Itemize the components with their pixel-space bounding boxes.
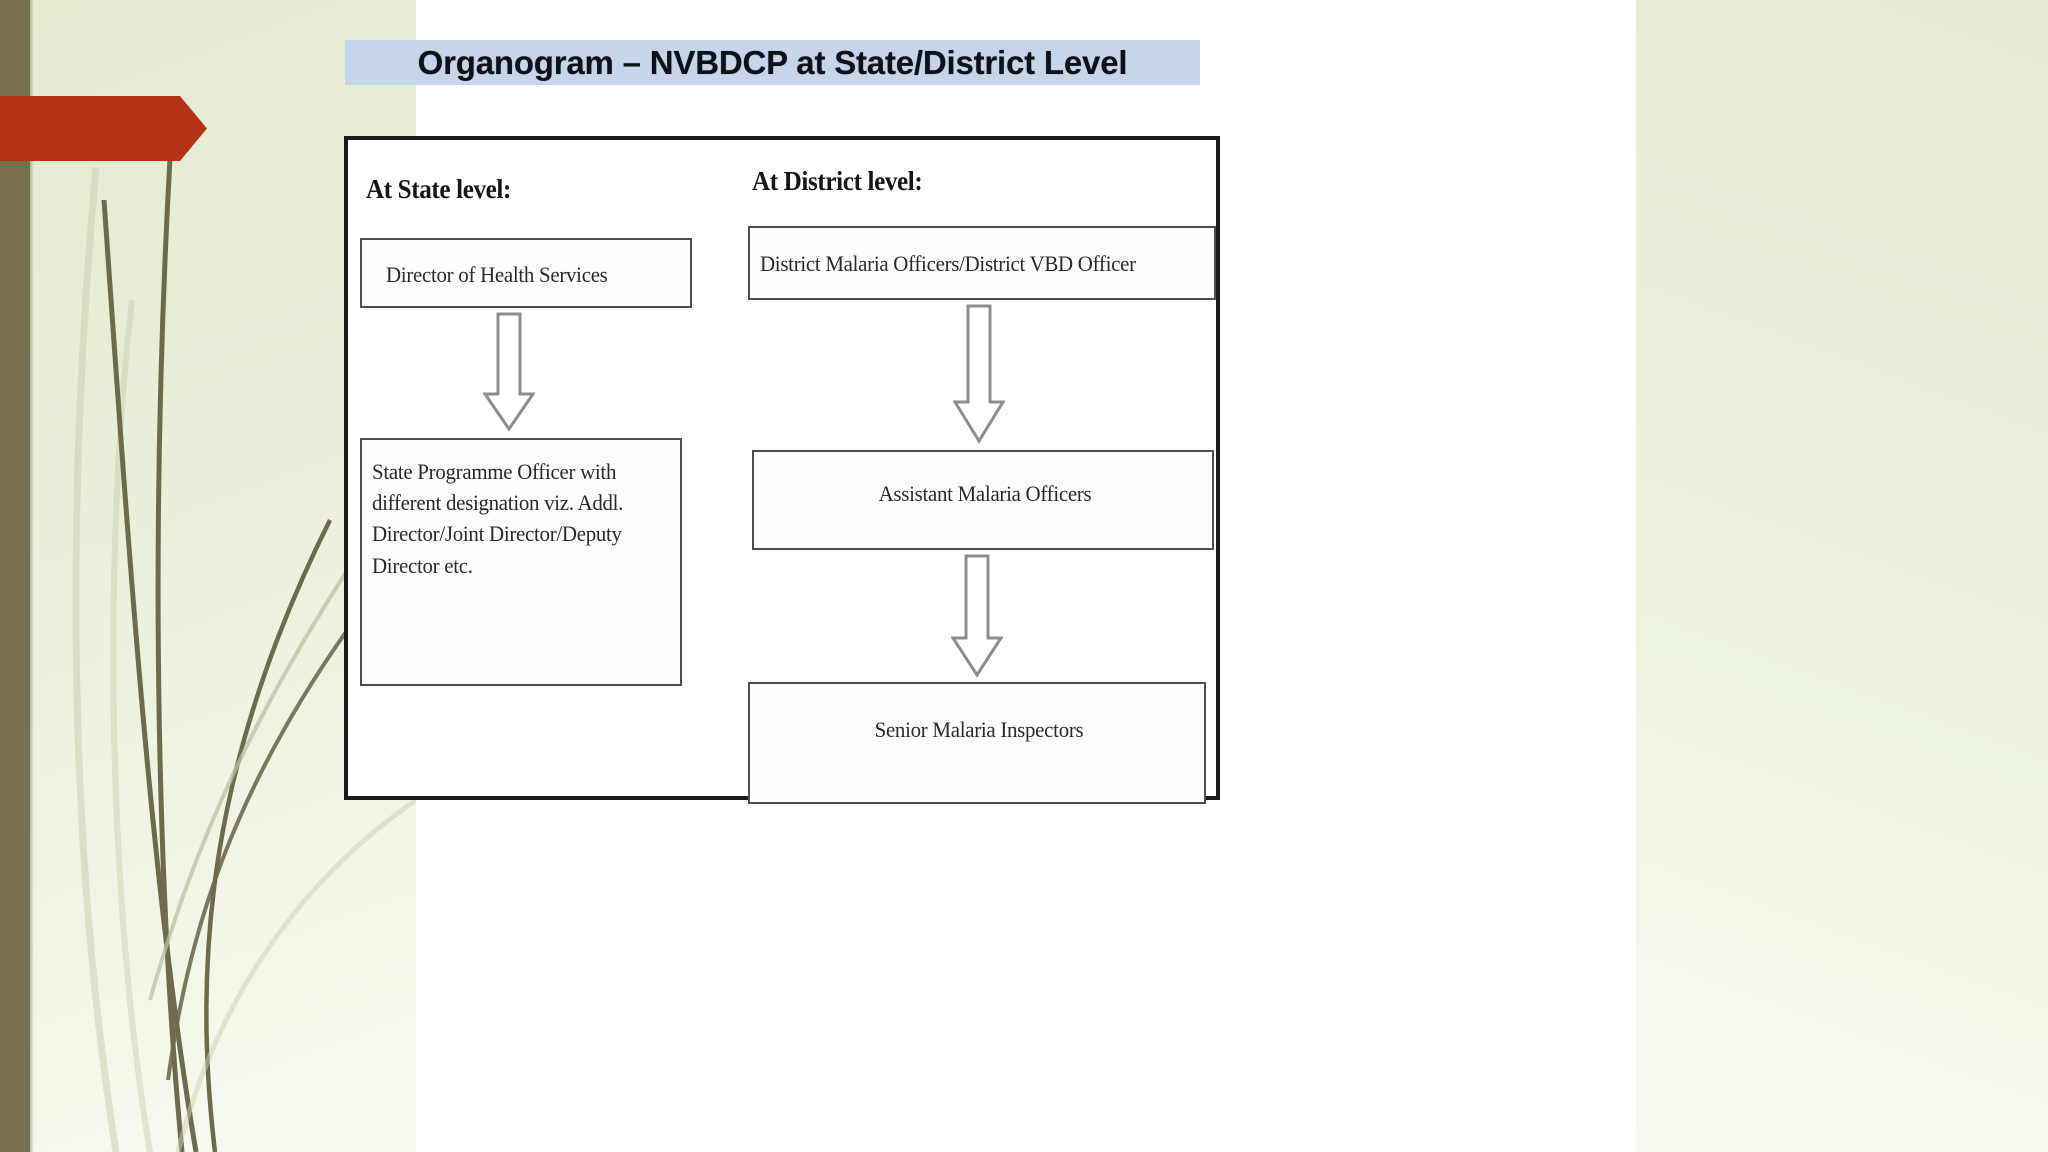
down-arrow-icon — [483, 312, 535, 432]
node-label: Director of Health Services — [386, 262, 608, 287]
page-title: Organogram – NVBDCP at State/District Le… — [417, 43, 1128, 81]
node-label: District Malaria Officers/District VBD O… — [760, 251, 1136, 276]
node-label: Senior Malaria Inspectors — [874, 717, 1084, 742]
node-district-malaria-officers: District Malaria Officers/District VBD O… — [748, 226, 1216, 300]
node-assistant-malaria-officers: Assistant Malaria Officers — [752, 450, 1214, 550]
column-heading-state: At State level: — [366, 174, 512, 204]
node-label: Assistant Malaria Officers — [878, 481, 1092, 506]
column-heading-district: At District level: — [752, 166, 923, 196]
node-state-programme-officer: State Programme Officer with different d… — [360, 438, 682, 686]
node-label: State Programme Officer with different d… — [372, 459, 624, 578]
down-arrow-icon — [951, 554, 1003, 678]
node-senior-malaria-inspectors: Senior Malaria Inspectors — [748, 682, 1206, 804]
node-director-of-health-services: Director of Health Services — [360, 238, 692, 308]
theme-accent-bar — [0, 0, 30, 1152]
red-arrow-banner — [0, 96, 207, 161]
theme-accent-bar-shadow — [30, 0, 34, 1152]
slide-decoration-right — [1636, 0, 2048, 1152]
arrow-banner-shape — [0, 96, 207, 161]
slide-title-highlight: Organogram – NVBDCP at State/District Le… — [345, 40, 1200, 85]
organogram-diagram: At State level: At District level: Direc… — [344, 136, 1220, 804]
down-arrow-icon — [953, 304, 1005, 444]
